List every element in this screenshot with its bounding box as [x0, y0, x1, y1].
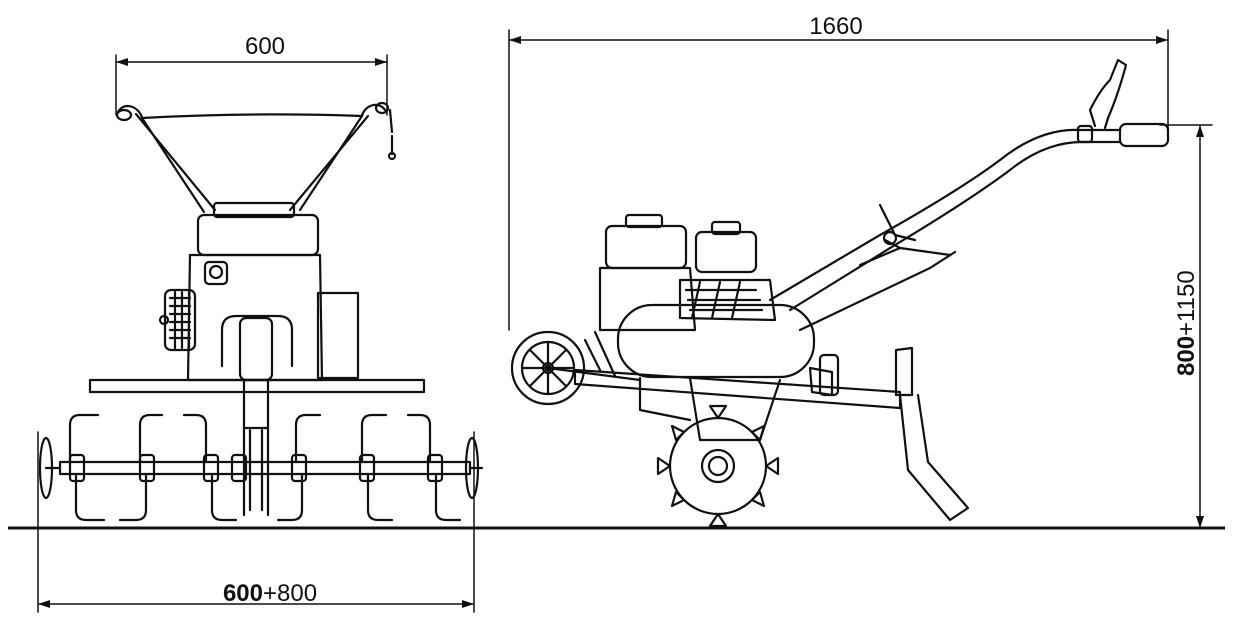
- front-tines: [68, 413, 462, 522]
- handle-height-sep: +: [1173, 322, 1200, 336]
- front-handlebar: [115, 101, 397, 214]
- front-tine-shaft: [38, 436, 484, 500]
- handle-height-bold: 800: [1173, 336, 1200, 376]
- overall-length-dimension: [508, 29, 1169, 331]
- side-engine: [598, 213, 777, 332]
- handle-width-dimension: [115, 54, 388, 116]
- handle-height-rest: 1150: [1173, 270, 1200, 322]
- side-gear-housing: [688, 353, 840, 442]
- side-handlebar: [768, 58, 1170, 332]
- front-view: [37, 54, 484, 613]
- side-chain-case: [616, 303, 816, 379]
- tilling-width-bold: 600: [223, 580, 263, 607]
- tilling-width-dimension: [37, 431, 475, 613]
- front-engine: [158, 201, 360, 382]
- side-transport-wheel: [510, 330, 642, 406]
- front-drive-column: [220, 314, 294, 517]
- side-frame: [573, 330, 902, 422]
- tilling-width-label: 600+800: [223, 580, 317, 607]
- overall-length-label: 1660: [809, 13, 862, 40]
- tilling-width-sep: +: [263, 580, 277, 607]
- tilling-width-rest: 800: [277, 580, 317, 607]
- handle-height-dimension: [1159, 124, 1213, 529]
- side-depth-bar: [894, 346, 970, 522]
- handle-width-label: 600: [245, 33, 285, 60]
- side-tine-rotor: [656, 404, 780, 528]
- handle-height-label: 800+1150: [1173, 270, 1200, 376]
- front-chassis-plate: [88, 378, 426, 394]
- side-view: [508, 29, 1213, 529]
